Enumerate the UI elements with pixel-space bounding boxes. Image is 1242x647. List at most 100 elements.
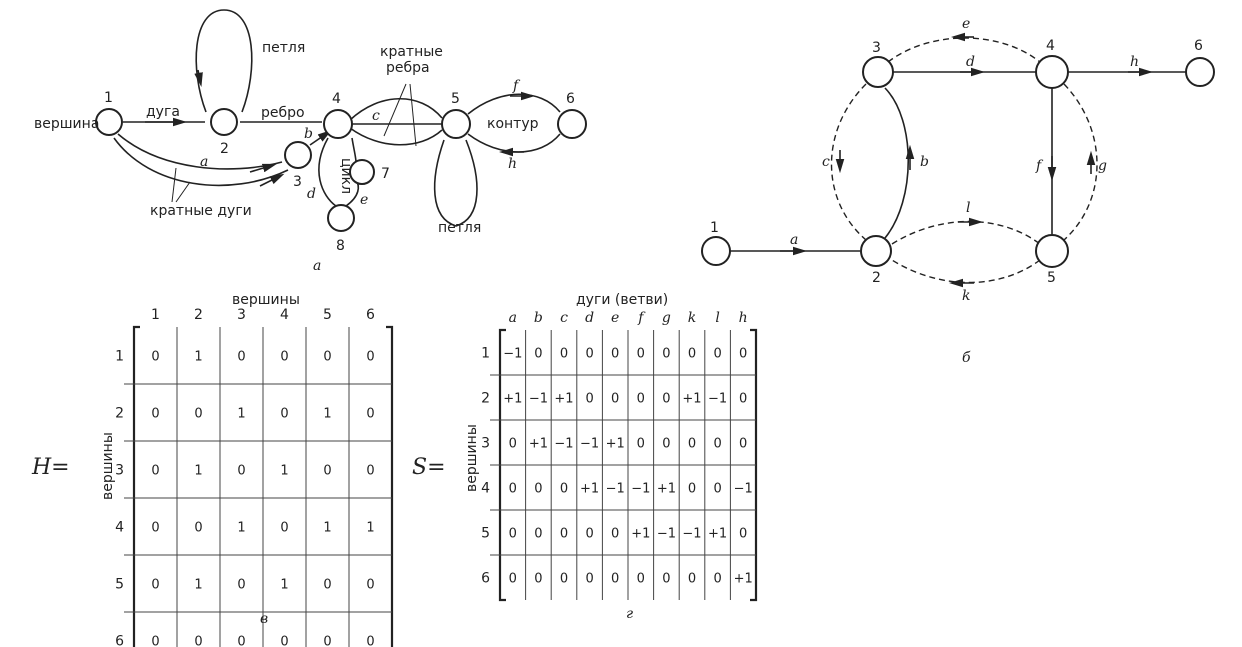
- matrix_h-cell: 0: [366, 635, 374, 647]
- matrix_s-col-header: g: [662, 310, 671, 326]
- matrix_s-col-header: h: [739, 310, 748, 326]
- arc-b-b: [884, 87, 910, 239]
- label-multi-arcs: кратные дуги: [150, 203, 252, 219]
- diagram-a: 1 2 3 4 5 6 7 8 вершина дуга петля ребро…: [34, 9, 587, 274]
- matrix_s-cell: 0: [611, 572, 619, 587]
- matrix_s-cell: 0: [637, 437, 645, 452]
- matrix_h-cell: 0: [194, 521, 202, 536]
- matrix_s-cell: 0: [713, 347, 721, 362]
- matrix_s-cell: −1: [503, 347, 522, 362]
- matrix_s-cell: 0: [534, 347, 542, 362]
- matrix_h-row-header: 2: [115, 406, 124, 422]
- matrix_s-cell: 0: [509, 482, 517, 497]
- matrix_h-cell: 0: [280, 635, 288, 647]
- arc-b-k: [891, 259, 1041, 284]
- matrix_h-cell: 1: [366, 521, 374, 536]
- vertex-a-3: [284, 141, 312, 169]
- caption-b: б: [962, 350, 971, 366]
- arc-a-arrow: [249, 163, 277, 173]
- matrix-h-row-title: вершины: [100, 432, 116, 500]
- matrix-h-symbol: H=: [31, 455, 70, 480]
- arc-h-6-5: [467, 133, 561, 153]
- matrix_h-row-header: 1: [115, 349, 124, 365]
- matrix_s-cell: 0: [713, 482, 721, 497]
- vertex-b-4-number: 4: [1046, 38, 1055, 54]
- matrix_s-cell: 0: [688, 437, 696, 452]
- matrix_s-cell: 0: [739, 392, 747, 407]
- vertex-a-4-number: 4: [332, 91, 341, 107]
- caption-g: г: [626, 606, 633, 622]
- arc-b-e: [887, 37, 1041, 63]
- caption-a: а: [313, 258, 321, 274]
- matrix_s-cell: 0: [585, 527, 593, 542]
- matrix_s-cell: +1: [631, 527, 650, 542]
- matrix_s-row-header: 4: [481, 481, 490, 497]
- vertex-a-1: [95, 108, 123, 136]
- vertex-a-6: [557, 109, 587, 139]
- vertex-b-6-number: 6: [1194, 38, 1203, 54]
- vertex-b-2-number: 2: [872, 270, 881, 286]
- matrix_h-row-header: 6: [115, 634, 124, 647]
- matrix_s-cell: 0: [739, 527, 747, 542]
- matrix_h-bracket-left: [132, 325, 140, 647]
- matrix_h-cell: 0: [323, 464, 331, 479]
- matrix_h-cell: 0: [366, 407, 374, 422]
- matrix_h-row-header: 3: [115, 463, 124, 479]
- edge-d-4-8: [318, 137, 337, 207]
- vertex-b-6: [1185, 57, 1215, 87]
- matrix_h-cell: 0: [194, 635, 202, 647]
- matrix_s-col-header: a: [509, 310, 517, 326]
- vertex-a-4: [323, 109, 353, 139]
- matrix_s-cell: 0: [637, 392, 645, 407]
- label-loop-bottom: петля: [438, 220, 481, 236]
- label-multi-edges-2: ребра: [386, 60, 430, 76]
- matrix_h-cell: 1: [280, 464, 288, 479]
- matrix_s-cell: 0: [560, 482, 568, 497]
- vertex-a-7: [349, 159, 375, 185]
- matrix_s-cell: 0: [688, 482, 696, 497]
- matrix_h-cell: 0: [151, 521, 159, 536]
- matrix_h-cell: 1: [323, 521, 331, 536]
- loop-at-5: [433, 139, 478, 227]
- matrix_h-cell: 0: [323, 635, 331, 647]
- matrix_s-cell: −1: [606, 482, 625, 497]
- matrix_s-cell: 0: [611, 347, 619, 362]
- arc-b-g: [1063, 83, 1098, 241]
- matrix_s-cell: +1: [708, 527, 727, 542]
- matrix_h-cell: 0: [366, 350, 374, 365]
- matrix_s-cell: −1: [657, 527, 676, 542]
- matrix_s-cell: 0: [611, 392, 619, 407]
- vertex-a-3-number: 3: [293, 174, 302, 190]
- pointer-multi-2: [409, 83, 417, 147]
- matrix_s-cell: 0: [585, 392, 593, 407]
- matrix-s-row-title: вершины: [464, 424, 480, 492]
- matrix_h-cell: 0: [151, 635, 159, 647]
- vertex-a-5: [441, 109, 471, 139]
- edge-b-c-letter: c: [822, 154, 830, 170]
- matrix_s-row-header: 2: [481, 391, 490, 407]
- matrix_s-cell: 0: [637, 572, 645, 587]
- label-multi-edges-1: кратные: [380, 44, 443, 60]
- matrix_s-cell: 0: [713, 572, 721, 587]
- arc-b-3-4: [309, 129, 332, 146]
- matrix_s-cell: 0: [739, 347, 747, 362]
- matrix_s-cell: 0: [560, 527, 568, 542]
- vertex-a-8-number: 8: [336, 238, 345, 254]
- matrix_s-cell: +1: [606, 437, 625, 452]
- arc-f-5-6: [467, 93, 561, 115]
- matrix_s-cell: 0: [585, 347, 593, 362]
- loop-at-2: [195, 9, 253, 113]
- vertex-a-1-number: 1: [104, 90, 113, 106]
- matrix_s-cell: 0: [662, 392, 670, 407]
- vertex-b-5: [1035, 234, 1069, 268]
- matrix_s-cell: 0: [585, 572, 593, 587]
- arc-1-3-second: [113, 137, 289, 187]
- edge-b-letter: b: [304, 126, 313, 142]
- caption-v: в: [260, 611, 268, 627]
- matrix_h-bracket-right: [386, 325, 394, 647]
- matrix_h-cell: 1: [194, 464, 202, 479]
- vertex-a-5-number: 5: [451, 91, 460, 107]
- matrix_s-cell: 0: [662, 347, 670, 362]
